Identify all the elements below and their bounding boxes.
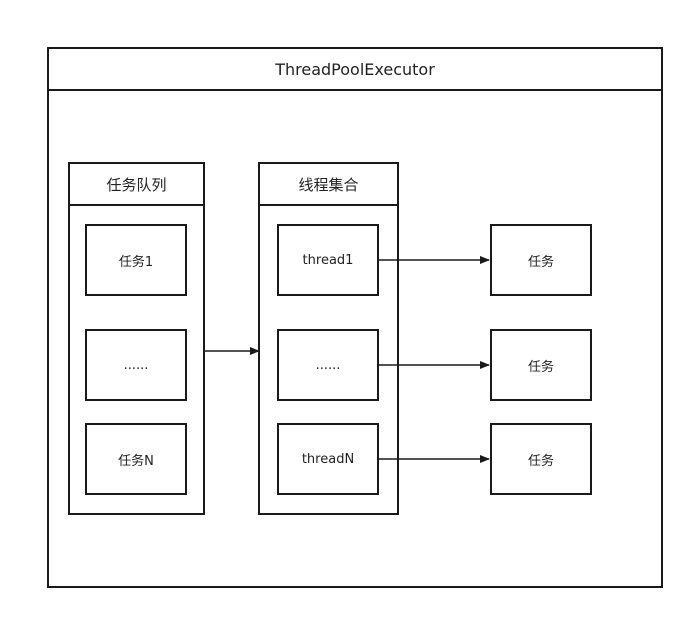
thread-item-ellipsis: ...... xyxy=(277,329,379,401)
task-box-2: 任务 xyxy=(490,329,592,401)
queue-item-task-n: 任务N xyxy=(85,423,187,495)
executor-title: ThreadPoolExecutor xyxy=(49,49,661,91)
task-box-3: 任务 xyxy=(490,423,592,495)
thread-set-title: 线程集合 xyxy=(260,164,397,206)
task-box-1: 任务 xyxy=(490,224,592,296)
thread-item-threadn: threadN xyxy=(277,423,379,495)
task-queue-title: 任务队列 xyxy=(70,164,203,206)
queue-item-ellipsis: ...... xyxy=(85,329,187,401)
thread-item-thread1: thread1 xyxy=(277,224,379,296)
queue-item-task-1: 任务1 xyxy=(85,224,187,296)
